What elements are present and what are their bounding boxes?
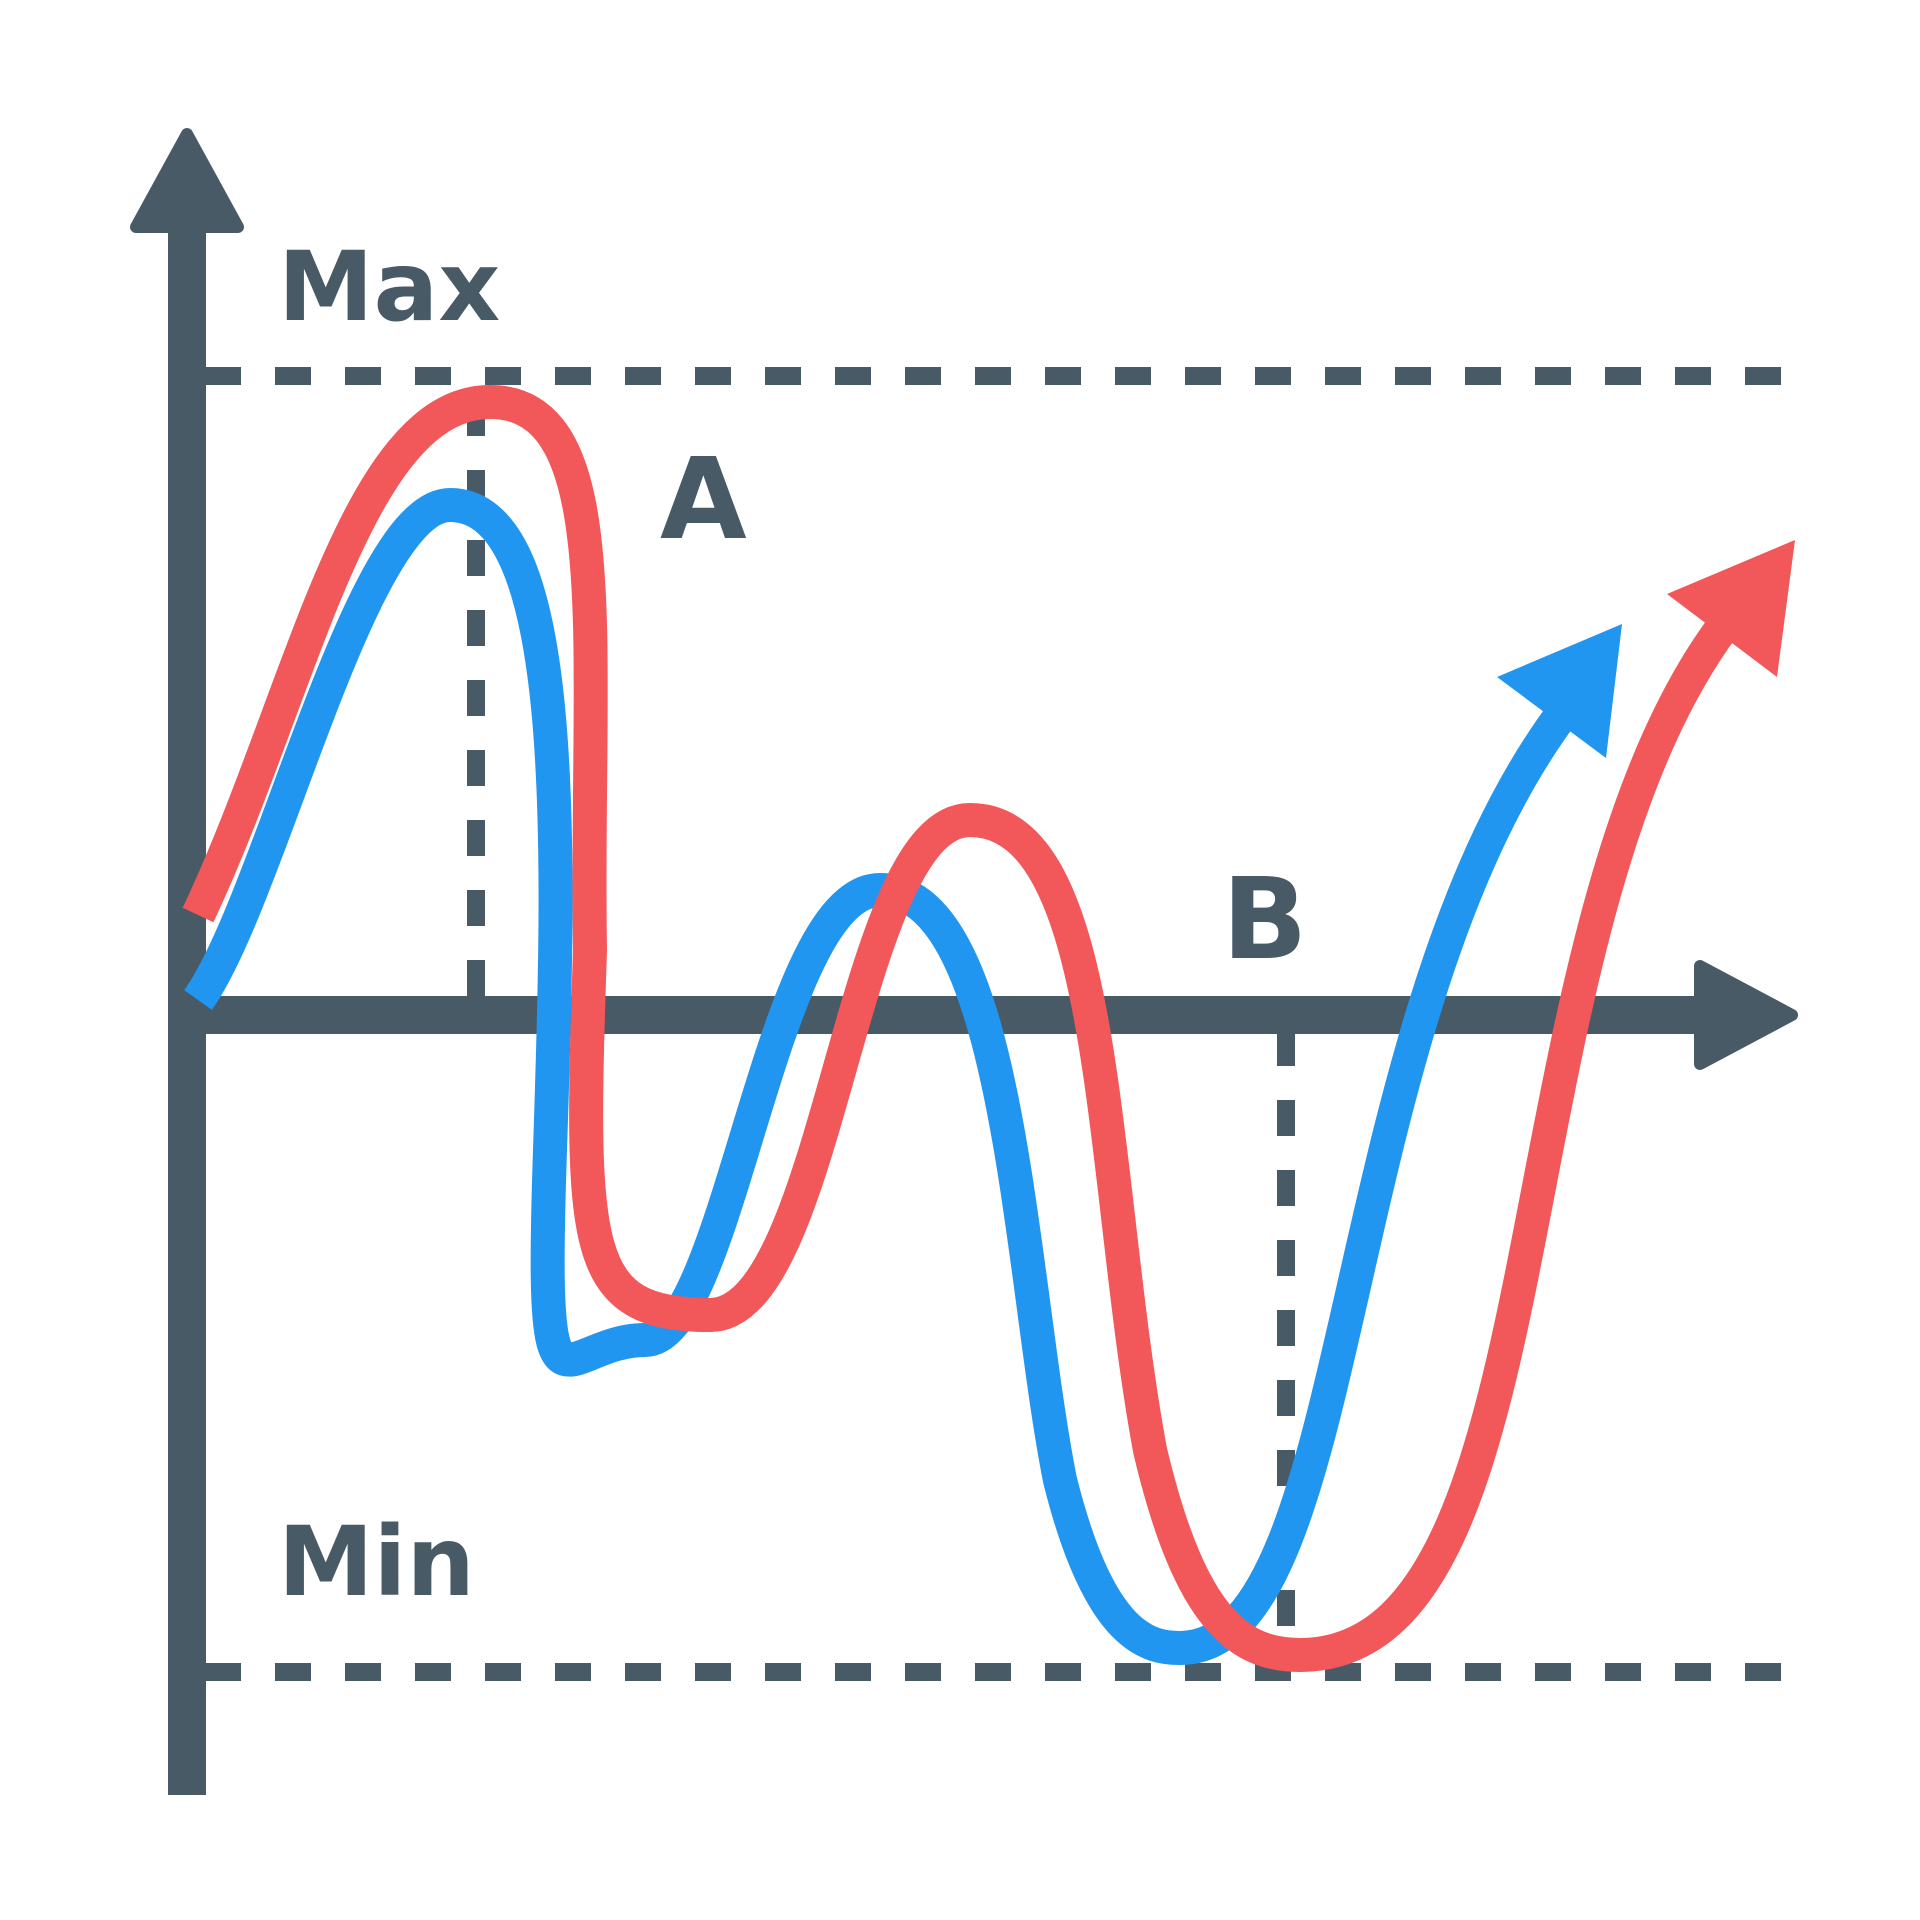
blue-wave-curve	[183, 488, 1579, 1665]
red-wave-curve	[182, 385, 1742, 1672]
point-b-label: B	[1222, 855, 1307, 985]
point-a-label: A	[660, 435, 747, 565]
arrow-up-right-icon	[1667, 540, 1795, 677]
min-label: Min	[278, 1506, 475, 1618]
arrow-up-icon	[130, 128, 244, 233]
arrow-up-right-icon	[1497, 624, 1622, 758]
arrow-right-icon	[1694, 960, 1798, 1070]
max-label: Max	[278, 231, 500, 343]
